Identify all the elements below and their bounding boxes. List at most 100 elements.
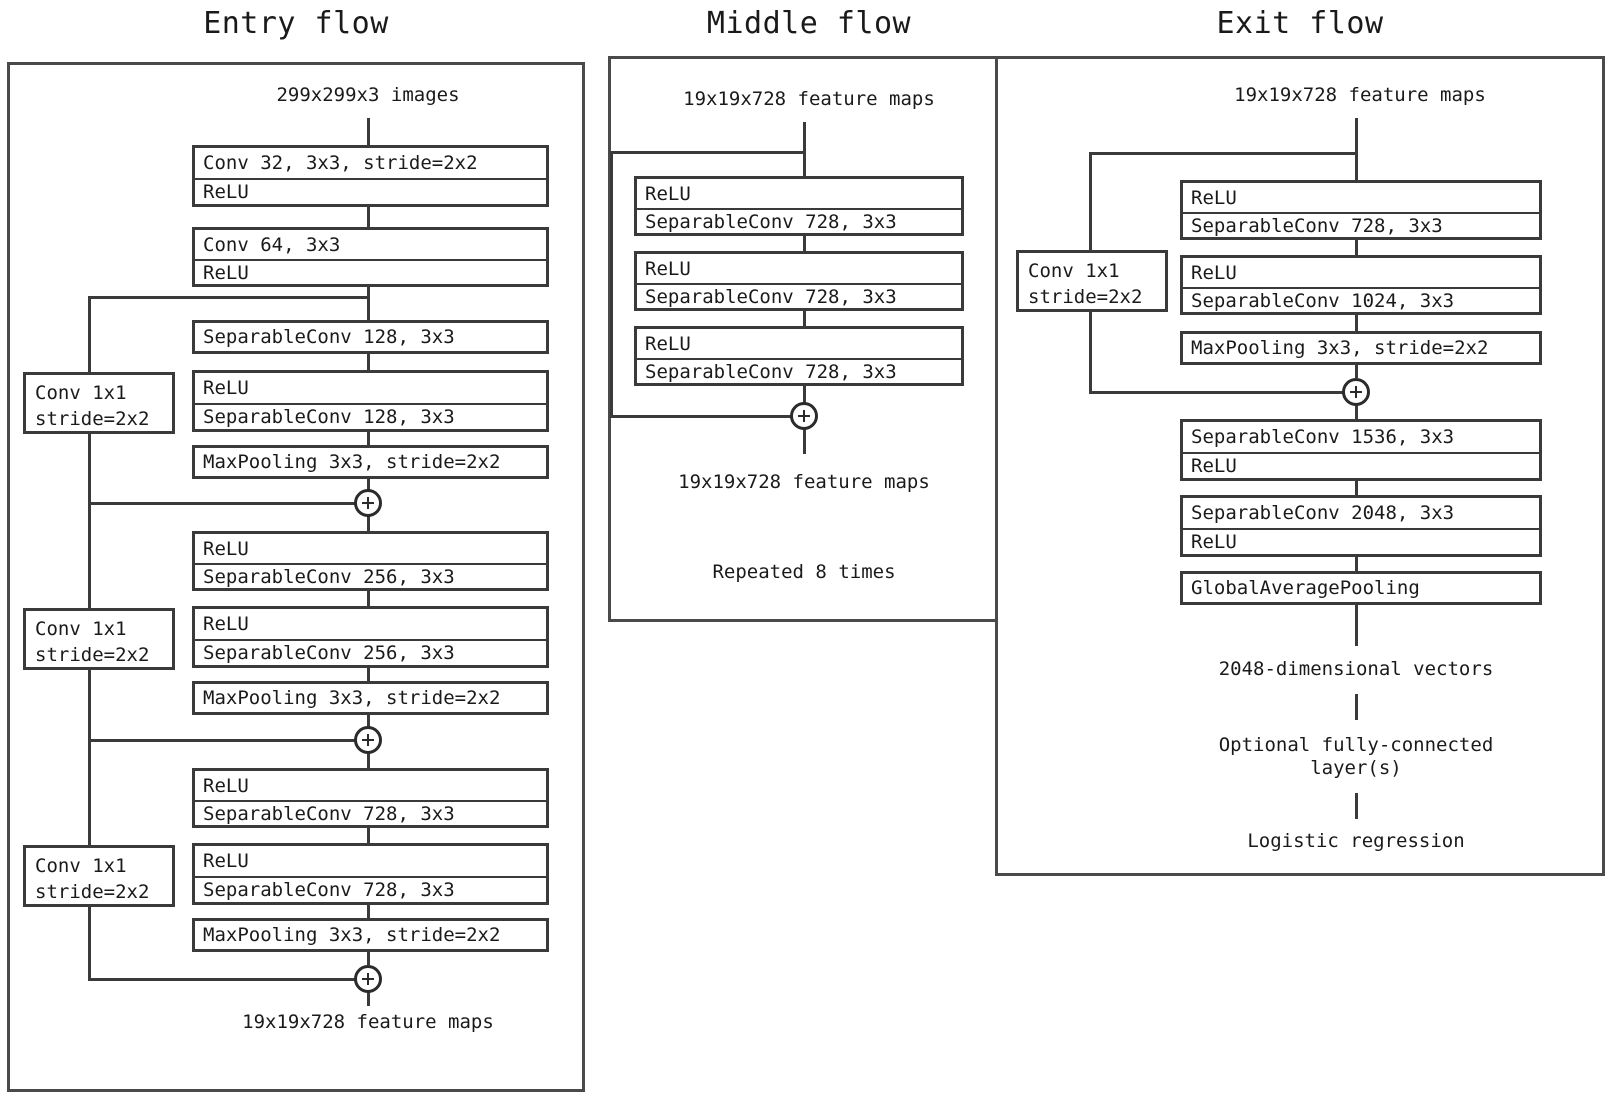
exit-residual-tap — [1089, 152, 1358, 155]
middle-connector-input — [803, 122, 806, 177]
exit-connector-4 — [1355, 405, 1358, 420]
entry-block-4: ReLU SeparableConv 128, 3x3 — [192, 370, 549, 432]
entry-block-6-row-2: SeparableConv 256, 3x3 — [195, 563, 546, 588]
middle-block-3-row-1: ReLU — [637, 329, 961, 358]
exit-block-1-row-1: ReLU — [1183, 183, 1539, 212]
entry-residual-2-join — [88, 739, 371, 742]
middle-block-1-row-2: SeparableConv 728, 3x3 — [637, 208, 961, 233]
exit-connector-input — [1355, 118, 1358, 180]
middle-flow-title: Middle flow — [706, 6, 912, 41]
entry-residual-conv-3: Conv 1x1 stride=2x2 — [23, 845, 175, 907]
entry-block-9-row-1: ReLU — [195, 771, 546, 800]
middle-block-3: ReLU SeparableConv 728, 3x3 — [634, 326, 964, 386]
entry-connector-13 — [367, 951, 370, 965]
entry-block-11-row-1: MaxPooling 3x3, stride=2x2 — [195, 921, 546, 949]
exit-flow-title: Exit flow — [1216, 6, 1384, 41]
entry-block-11: MaxPooling 3x3, stride=2x2 — [192, 918, 549, 952]
entry-residual-3-join — [88, 978, 371, 981]
entry-block-6: ReLU SeparableConv 256, 3x3 — [192, 531, 549, 591]
middle-block-1: ReLU SeparableConv 728, 3x3 — [634, 176, 964, 236]
entry-add-node-3 — [354, 965, 382, 993]
entry-connector-6 — [367, 516, 370, 532]
entry-residual-conv-3-line1: Conv 1x1 — [35, 855, 127, 877]
exit-block-2-row-2: SeparableConv 1024, 3x3 — [1183, 287, 1539, 312]
exit-connector-1 — [1355, 239, 1358, 256]
exit-block-3: MaxPooling 3x3, stride=2x2 — [1180, 331, 1542, 365]
entry-block-2-row-1: Conv 64, 3x3 — [195, 230, 546, 259]
entry-block-9-row-2: SeparableConv 728, 3x3 — [195, 800, 546, 825]
entry-residual-conv-2-line2: stride=2x2 — [35, 643, 150, 666]
entry-block-2-row-2: ReLU — [195, 259, 546, 284]
exit-connector-2 — [1355, 314, 1358, 332]
exit-flow-fc-label: Optional fully-connected layer(s) — [1218, 734, 1494, 780]
entry-connector-14 — [367, 992, 370, 1006]
exit-block-6: GlobalAveragePooling — [1180, 571, 1542, 605]
entry-block-4-row-2: SeparableConv 128, 3x3 — [195, 403, 546, 429]
exit-residual-join — [1089, 391, 1359, 394]
exit-block-4-row-1: SeparableConv 1536, 3x3 — [1183, 422, 1539, 452]
exit-connector-7 — [1355, 604, 1358, 646]
entry-block-1-row-1: Conv 32, 3x3, stride=2x2 — [195, 148, 546, 178]
exit-residual-conv: Conv 1x1 stride=2x2 — [1016, 250, 1168, 312]
middle-residual-down — [610, 151, 613, 417]
exit-add-node — [1342, 378, 1370, 406]
entry-residual-conv-2: Conv 1x1 stride=2x2 — [23, 608, 175, 670]
middle-flow-output-label: 19x19x728 feature maps — [678, 471, 930, 493]
entry-block-10-row-2: SeparableConv 728, 3x3 — [195, 876, 546, 902]
exit-residual-conv-line2: stride=2x2 — [1028, 285, 1143, 308]
exit-connector-9 — [1355, 793, 1358, 819]
entry-residual-conv-1: Conv 1x1 stride=2x2 — [23, 372, 175, 434]
exit-connector-5 — [1355, 480, 1358, 496]
exit-block-5-row-1: SeparableConv 2048, 3x3 — [1183, 498, 1539, 528]
middle-residual-tap — [610, 151, 806, 154]
exit-flow-logistic-label: Logistic regression — [1247, 830, 1465, 852]
entry-residual-conv-1-line1: Conv 1x1 — [35, 382, 127, 404]
entry-add-node-1 — [354, 489, 382, 517]
entry-block-8: MaxPooling 3x3, stride=2x2 — [192, 681, 549, 715]
entry-connector-9 — [367, 714, 370, 727]
entry-block-6-row-1: ReLU — [195, 534, 546, 563]
entry-connector-3 — [367, 353, 370, 372]
exit-block-2: ReLU SeparableConv 1024, 3x3 — [1180, 255, 1542, 315]
entry-block-1: Conv 32, 3x3, stride=2x2 ReLU — [192, 145, 549, 207]
exit-block-1: ReLU SeparableConv 728, 3x3 — [1180, 180, 1542, 240]
entry-connector-7 — [367, 590, 370, 607]
middle-flow-repeat-label: Repeated 8 times — [712, 561, 896, 583]
entry-residual-conv-2-line1: Conv 1x1 — [35, 618, 127, 640]
entry-connector-5 — [367, 478, 370, 491]
entry-block-2: Conv 64, 3x3 ReLU — [192, 227, 549, 287]
entry-connector-12 — [367, 904, 370, 919]
exit-flow-input-label: 19x19x728 feature maps — [1234, 84, 1486, 106]
entry-residual-conv-1-line2: stride=2x2 — [35, 407, 150, 430]
entry-block-7-row-1: ReLU — [195, 609, 546, 639]
exit-block-4: SeparableConv 1536, 3x3 ReLU — [1180, 419, 1542, 481]
middle-flow-input-label: 19x19x728 feature maps — [683, 88, 935, 110]
entry-residual-conv-3-line2: stride=2x2 — [35, 880, 150, 903]
middle-block-2: ReLU SeparableConv 728, 3x3 — [634, 251, 964, 311]
middle-add-node — [790, 402, 818, 430]
entry-block-8-row-1: MaxPooling 3x3, stride=2x2 — [195, 684, 546, 712]
exit-connector-3 — [1355, 364, 1358, 378]
middle-connector-2 — [803, 310, 806, 327]
middle-connector-1 — [803, 235, 806, 252]
entry-block-3: SeparableConv 128, 3x3 — [192, 320, 549, 354]
entry-block-1-row-2: ReLU — [195, 178, 546, 204]
exit-block-2-row-1: ReLU — [1183, 258, 1539, 287]
entry-block-5: MaxPooling 3x3, stride=2x2 — [192, 445, 549, 479]
middle-connector-3 — [803, 385, 806, 403]
entry-block-5-row-1: MaxPooling 3x3, stride=2x2 — [195, 448, 546, 476]
entry-residual-1-join — [88, 502, 371, 505]
exit-block-6-row-1: GlobalAveragePooling — [1183, 574, 1539, 602]
middle-block-2-row-2: SeparableConv 728, 3x3 — [637, 283, 961, 308]
entry-block-10: ReLU SeparableConv 728, 3x3 — [192, 843, 549, 905]
entry-connector-2 — [367, 286, 370, 321]
entry-add-node-2 — [354, 726, 382, 754]
entry-block-7-row-2: SeparableConv 256, 3x3 — [195, 639, 546, 665]
entry-block-7: ReLU SeparableConv 256, 3x3 — [192, 606, 549, 668]
entry-flow-title: Entry flow — [203, 6, 389, 41]
exit-block-1-row-2: SeparableConv 728, 3x3 — [1183, 212, 1539, 237]
entry-connector-10 — [367, 753, 370, 769]
entry-block-4-row-1: ReLU — [195, 373, 546, 403]
entry-flow-input-label: 299x299x3 images — [276, 84, 460, 106]
